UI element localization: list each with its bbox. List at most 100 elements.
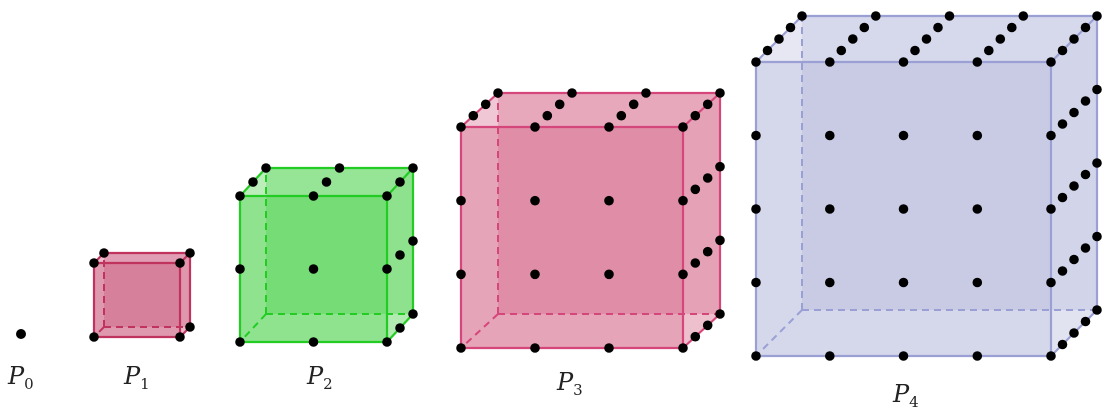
hidden-edge <box>755 309 803 357</box>
lattice-point <box>89 258 99 268</box>
lattice-point <box>751 204 761 214</box>
lattice-point <box>99 248 109 258</box>
label-p2: P2 <box>306 362 333 393</box>
lattice-point <box>1057 339 1068 350</box>
lattice-point <box>321 177 332 187</box>
lattice-point <box>1046 130 1056 141</box>
lattice-point <box>604 343 614 353</box>
lattice-point <box>972 57 983 67</box>
lattice-point <box>248 177 258 187</box>
lattice-point <box>1057 266 1068 276</box>
lattice-point <box>898 204 909 214</box>
figure-p4 <box>751 11 1102 361</box>
label-p0: P0 <box>7 362 34 393</box>
lattice-point <box>751 130 761 141</box>
lattice-point <box>408 163 418 173</box>
cube-edge <box>460 92 499 128</box>
top-face <box>94 253 190 263</box>
lattice-point <box>456 195 466 206</box>
lattice-point <box>1046 204 1056 214</box>
side-face <box>180 253 190 337</box>
lattice-point <box>382 337 392 347</box>
lattice-point <box>972 204 983 214</box>
points-p1 <box>89 248 195 342</box>
lattice-point <box>175 258 185 268</box>
lattice-point <box>308 191 319 201</box>
lattice-point <box>456 122 466 132</box>
lattice-point <box>480 99 491 110</box>
lattice-point <box>1046 57 1056 67</box>
lattice-point <box>678 195 688 206</box>
back-face <box>802 16 1097 310</box>
lattice-point <box>616 110 627 121</box>
points-p2 <box>235 163 418 347</box>
lattice-point <box>567 88 577 98</box>
hidden-edge <box>239 313 267 343</box>
lattice-point <box>408 236 418 246</box>
lattice-point <box>16 329 26 339</box>
lattice-point <box>456 269 466 280</box>
lattice-point <box>1080 22 1091 33</box>
lattice-point <box>690 184 701 195</box>
lattice-point <box>1080 169 1091 180</box>
lattice-point <box>308 337 319 347</box>
lattice-point <box>261 163 271 173</box>
lattice-point <box>1057 119 1068 129</box>
lattice-point <box>604 269 614 280</box>
lattice-point <box>910 45 920 56</box>
lattice-point <box>235 337 245 347</box>
lattice-point <box>408 309 418 319</box>
cube-edge <box>682 92 721 128</box>
lattice-point <box>554 99 565 110</box>
lattice-point <box>334 163 345 173</box>
lattice-point <box>1080 316 1091 327</box>
lattice-point <box>456 343 466 353</box>
lattice-point <box>690 110 701 121</box>
lattice-point <box>1007 22 1017 33</box>
lattice-point <box>898 351 909 361</box>
lattice-point <box>1069 254 1079 265</box>
lattice-point <box>1092 305 1102 315</box>
lattice-point <box>715 235 725 246</box>
lattice-point <box>395 177 405 187</box>
lattice-point <box>1080 96 1091 106</box>
lattice-point <box>530 195 540 206</box>
lattice-point <box>530 343 540 353</box>
lattice-point <box>1080 243 1091 253</box>
lattice-point <box>933 22 943 33</box>
lattice-point <box>530 122 540 132</box>
figure-p1 <box>89 248 195 342</box>
lattice-point <box>995 34 1006 44</box>
lattice-point <box>871 11 881 21</box>
hidden-edge <box>93 326 105 338</box>
cube-p3 <box>459 91 722 350</box>
lattice-point <box>836 45 847 56</box>
lattice-point <box>542 110 553 121</box>
lattice-point <box>604 122 614 132</box>
lattice-point <box>395 323 405 333</box>
label-p1: P1 <box>123 362 150 393</box>
lattice-point <box>774 34 784 44</box>
lattice-point <box>530 269 540 280</box>
lattice-point <box>395 250 405 260</box>
figure-p0 <box>16 329 26 339</box>
lattice-point <box>859 22 870 33</box>
lattice-point <box>235 191 245 201</box>
lattice-point <box>308 264 319 274</box>
cube-edge <box>682 313 721 349</box>
lattice-point <box>944 11 955 21</box>
lattice-point <box>898 277 909 288</box>
lattice-point <box>825 57 835 67</box>
lattice-point <box>690 331 701 342</box>
lattice-point <box>984 45 994 56</box>
figure-p3 <box>456 88 725 353</box>
points-p3 <box>456 88 725 353</box>
lattice-point <box>382 264 392 274</box>
lattice-point <box>898 130 909 141</box>
side-face <box>683 93 720 348</box>
lattice-point <box>628 99 639 110</box>
figure-p2 <box>235 163 418 347</box>
lattice-point <box>715 309 725 319</box>
lattice-point <box>1046 351 1056 361</box>
lattice-point <box>972 351 983 361</box>
